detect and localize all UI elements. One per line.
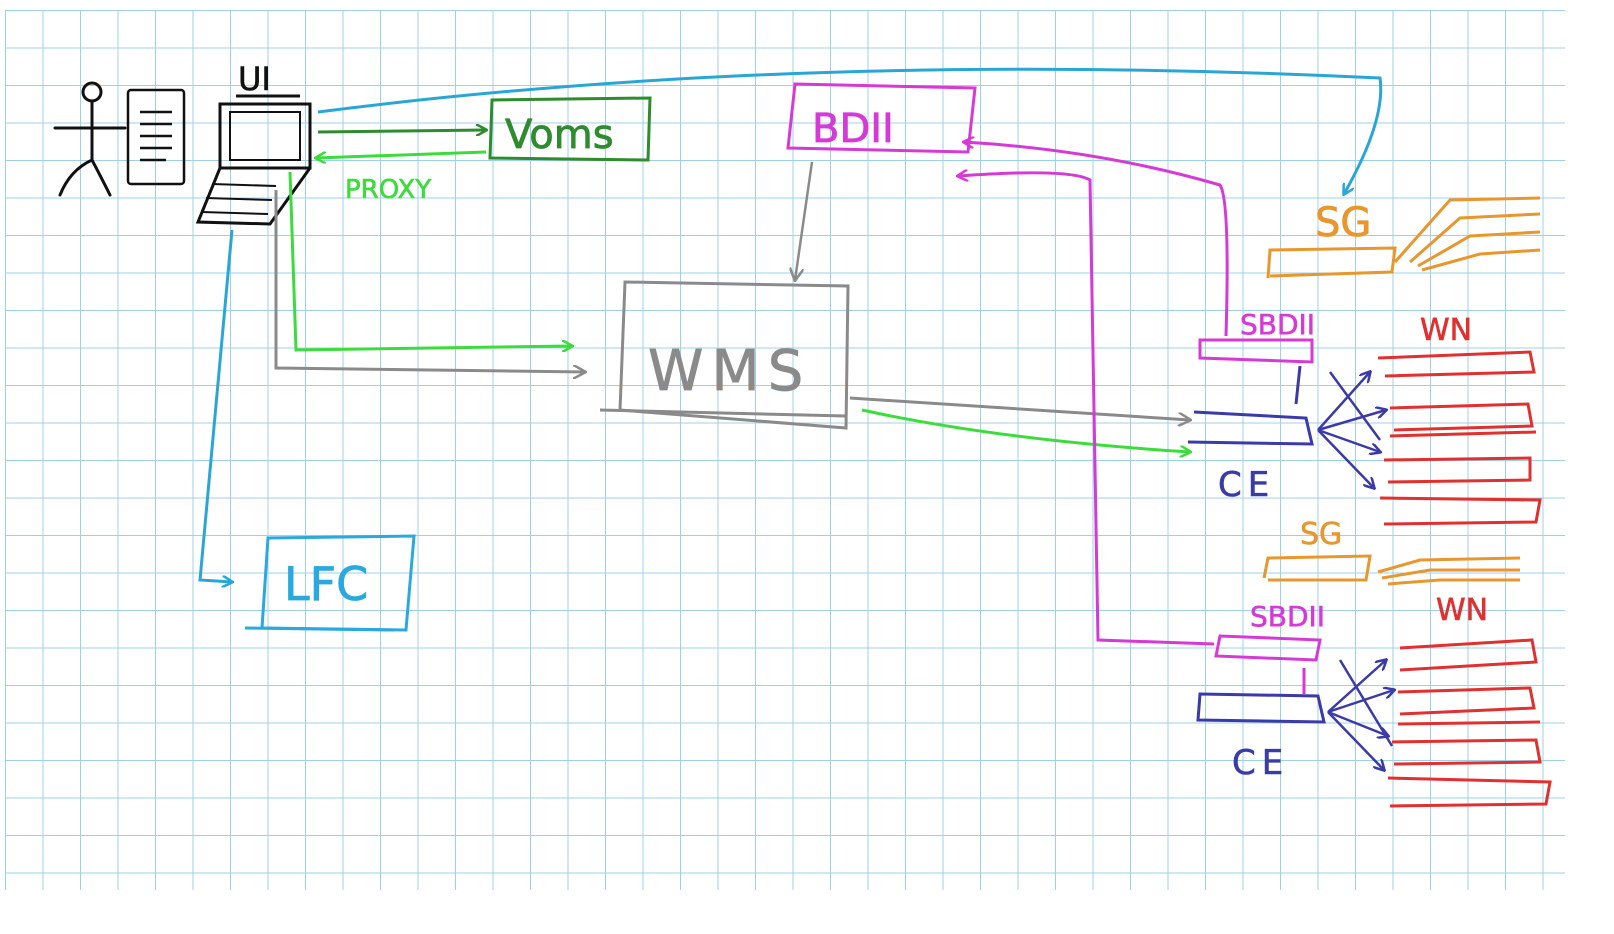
sbdii-bottom-to-bdii-arrow [958, 173, 1215, 646]
lfc-box [244, 534, 416, 632]
sbdii-top-label: SBDII [1240, 308, 1315, 341]
bdii-to-wms-arrow [795, 161, 814, 280]
wn-top-nodes [1377, 350, 1542, 526]
wn-bottom-nodes [1387, 638, 1552, 808]
ui-proxy-to-wms-arrow [288, 171, 572, 350]
ce-bottom-label: CE [1232, 743, 1289, 783]
ui-label: UI [238, 60, 271, 98]
ce-bottom-to-wn-arrows [1327, 660, 1394, 770]
proxy-label: PROXY [345, 175, 431, 205]
wn-top-label: WN [1420, 313, 1472, 348]
lfc-label: LFC [284, 557, 368, 611]
ui-to-voms-arrow [317, 130, 486, 132]
document-icon [126, 88, 186, 186]
sbdii-top-box [1198, 338, 1314, 364]
wms-to-ce-arrow [849, 396, 1190, 420]
sg-top-label: SG [1315, 200, 1371, 246]
sg-bottom-label: SG [1300, 517, 1342, 552]
sbdii-top-to-bdii-arrow [964, 142, 1229, 337]
stick-figure-icon [53, 81, 127, 197]
ce-top-box [1187, 365, 1314, 446]
ui-to-sg-arrow [317, 67, 1383, 194]
bdii-box [786, 82, 977, 154]
sbdii-bottom-label: SBDII [1250, 600, 1325, 633]
grid-background [5, 10, 1565, 890]
sg-top-storage [1266, 196, 1541, 279]
ce-top-label: CE [1218, 465, 1275, 505]
wms-box [599, 280, 850, 430]
wms-label: WMS [648, 339, 811, 404]
voms-to-ui-proxy-arrow [316, 150, 487, 158]
wms-proxy-to-ce-arrow [861, 408, 1190, 452]
voms-label: Voms [505, 112, 614, 158]
ui-to-wms-arrow [274, 190, 585, 372]
voms-box [488, 96, 652, 162]
wn-bottom-label: WN [1436, 593, 1488, 628]
bdii-label: BDII [812, 106, 894, 152]
sbdii-bottom-box [1214, 634, 1322, 694]
laptop-icon [195, 102, 312, 226]
ce-bottom-box [1196, 692, 1326, 724]
ce-top-to-wn-arrows [1317, 372, 1386, 488]
ui-to-lfc-arrow [198, 229, 232, 582]
sg-bottom-storage [1262, 554, 1521, 586]
